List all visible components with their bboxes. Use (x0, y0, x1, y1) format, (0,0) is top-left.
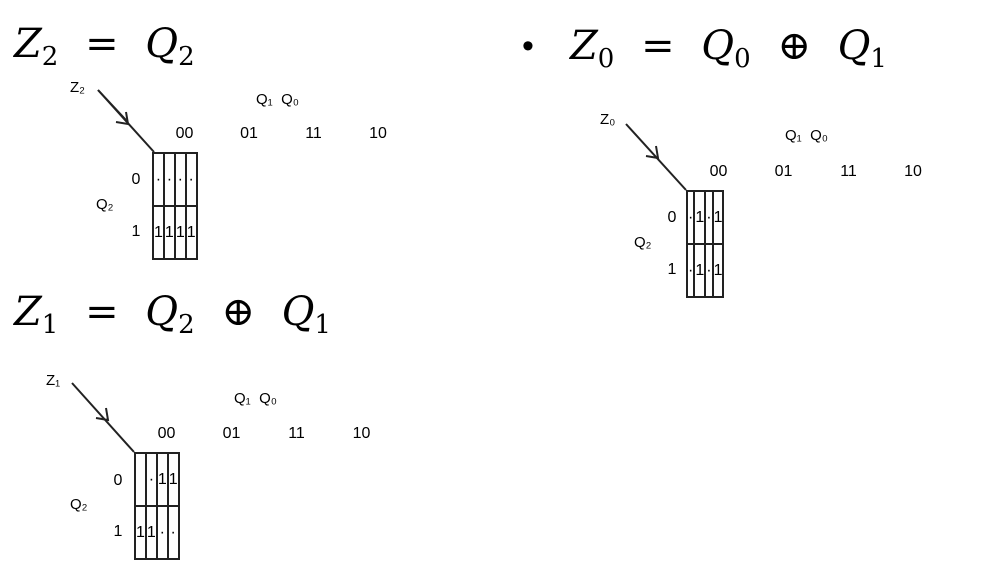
kmap-z1-cell: 1 (155, 452, 169, 507)
eq-z0-equals: = (641, 23, 675, 69)
eq-z0-lhs-sub: 0 (597, 44, 615, 74)
kmap-z0-cell: 1 (711, 243, 725, 298)
kmap-z1-cell: · (155, 505, 169, 560)
kmap-z0-output-label: Z₀ (600, 111, 616, 128)
kmap-z2-cell: · (184, 152, 198, 207)
eq-z0-term2-sub: 1 (870, 44, 887, 74)
kmap-z1-cell: · (144, 452, 158, 507)
kmap-z1-row-1: 1 (113, 523, 123, 540)
kmap-z0-row-0: 0 (667, 209, 677, 226)
kmap-z2-row-1: 1 (131, 223, 141, 240)
kmap-z0-cell: 1 (693, 243, 707, 298)
kmap-z2-cell: 1 (162, 205, 176, 260)
kmap-z1-output-label: Z₁ (46, 372, 61, 389)
kmap-z2-cell: 1 (152, 205, 165, 260)
kmap-z1-cell: 1 (166, 452, 180, 507)
kmap-z0-cell: · (704, 243, 714, 298)
eq-z2-lhs: Z (14, 21, 42, 67)
eq-z1-equals: = (85, 289, 119, 335)
eq-z1-term2-sub: 1 (314, 310, 331, 340)
eq-z0-lhs: Z (570, 23, 598, 69)
kmap-z2-row-var: Q₂ (96, 196, 114, 213)
kmap-z1-cell: 1 (144, 505, 158, 560)
table-row: 1 1 1 1 (152, 205, 198, 260)
eq-z2-equals: = (85, 21, 119, 67)
kmap-z2-col-2: 11 (305, 125, 322, 142)
kmap-z2-row-0: 0 (131, 171, 141, 188)
kmap-z0-cell: · (704, 190, 714, 245)
eq-z0-bullet: • (522, 27, 534, 65)
table-row: · 1 · 1 (685, 190, 725, 245)
table-row: · 1 1 (134, 452, 180, 507)
eq-z0-term1-sub: 0 (734, 44, 751, 74)
kmap-z1-row-var: Q₂ (70, 496, 88, 513)
eq-z0-term1: Q (701, 23, 735, 69)
kmap-z1-col-3: 10 (352, 425, 371, 442)
kmap-z2-col-1: 01 (240, 125, 258, 142)
kmap-z0-col-0: 00 (709, 163, 728, 180)
kmap-z0-row-1: 1 (667, 261, 677, 278)
kmap-z0-cell: 1 (711, 190, 725, 245)
eq-z2-term1: Q (145, 21, 179, 67)
kmap-z0-cell: · (685, 190, 696, 245)
equation-z0: Z0 = Q0 ⊕ Q1 (570, 24, 887, 81)
table-row: · · · · (152, 152, 198, 207)
eq-z2-term1-sub: 2 (178, 42, 195, 72)
equation-z2: Z2 = Q2 (14, 22, 195, 79)
kmap-z0-row-var: Q₂ (634, 234, 652, 251)
kmap-z0-cell: · (685, 243, 696, 298)
kmap-z2-col-var: Q₁ Q₀ (256, 91, 299, 108)
kmap-z0-col-1: 01 (774, 163, 793, 180)
eq-z1-term1: Q (145, 289, 179, 335)
kmap-z2-cell: 1 (173, 205, 187, 260)
kmap-z2-col-0: 00 (175, 125, 194, 142)
kmap-z2-cell: 1 (184, 205, 198, 260)
kmap-z2-grid: · · · · 1 1 1 1 (152, 152, 198, 260)
kmap-z1-col-2: 11 (288, 425, 305, 442)
kmap-z2-col-3: 10 (369, 125, 387, 142)
kmap-z0-col-3: 10 (904, 163, 922, 180)
kmap-z0-cell: 1 (693, 190, 707, 245)
eq-z2-lhs-sub: 2 (41, 42, 59, 72)
eq-z1-lhs-sub: 1 (41, 310, 59, 340)
equation-z1: Z1 = Q2 ⊕ Q1 (14, 290, 331, 347)
kmap-z1-cell: 1 (134, 505, 147, 560)
eq-z1-term1-sub: 2 (178, 310, 195, 340)
kmap-z0-grid: · 1 · 1 · 1 · 1 (685, 190, 725, 298)
kmap-z1-col-var: Q₁ Q₀ (234, 390, 277, 407)
kmap-z1-grid: · 1 1 1 1 · · (134, 452, 180, 560)
kmap-z0-col-2: 11 (840, 163, 857, 180)
table-row: 1 1 · · (134, 505, 180, 560)
table-row: · 1 · 1 (685, 243, 725, 298)
kmap-z1-row-0: 0 (113, 472, 123, 489)
kmap-z1-cell (134, 452, 147, 507)
kmap-z2-cell: · (162, 152, 176, 207)
kmap-z2-cell: · (173, 152, 187, 207)
eq-z1-xor: ⊕ (221, 289, 255, 335)
kmap-z1-col-1: 01 (222, 425, 241, 442)
eq-z1-term2: Q (281, 289, 315, 335)
kmap-z1-cell: · (166, 505, 180, 560)
eq-z0-xor: ⊕ (777, 23, 811, 69)
kmap-z2-output-label: Z₂ (70, 79, 85, 96)
kmap-z0-col-var: Q₁ Q₀ (785, 127, 828, 144)
kmap-z1-col-0: 00 (157, 425, 176, 442)
kmap-z2-cell: · (152, 152, 165, 207)
eq-z0-term2: Q (837, 23, 871, 69)
eq-z1-lhs: Z (14, 289, 42, 335)
